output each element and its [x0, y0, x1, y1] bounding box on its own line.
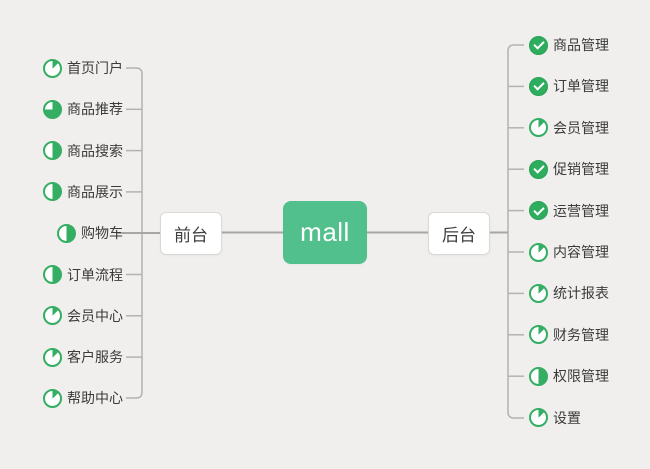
topic-label: 权限管理: [553, 368, 609, 385]
mindmap-topic[interactable]: 会员管理: [529, 118, 609, 138]
progress-pie-icon: [43, 58, 62, 78]
mindmap-topic[interactable]: 内容管理: [529, 242, 609, 262]
progress-pie-icon: [529, 118, 548, 138]
topic-label: 首页门户: [67, 60, 123, 76]
topic-label: 运营管理: [553, 202, 609, 219]
progress-pie-icon: [529, 408, 548, 428]
mindmap-topic[interactable]: 订单管理: [529, 76, 609, 96]
mindmap-topic[interactable]: 财务管理: [529, 325, 609, 345]
topic-label: 商品推荐: [67, 101, 123, 118]
topic-label: 财务管理: [553, 326, 609, 343]
mindmap-topic[interactable]: 订单流程: [43, 265, 123, 285]
progress-pie-icon: [57, 223, 76, 243]
check-circle-icon: [529, 76, 548, 96]
mindmap-topic[interactable]: 商品推荐: [43, 99, 123, 119]
mindmap-topic[interactable]: 统计报表: [529, 283, 609, 303]
progress-pie-icon: [43, 306, 62, 326]
mindmap-topic[interactable]: 设置: [529, 408, 581, 428]
progress-pie-icon: [43, 99, 62, 119]
root-topic-mall[interactable]: mall: [283, 201, 367, 264]
mindmap-topic[interactable]: 商品管理: [529, 35, 609, 55]
progress-pie-icon: [529, 283, 548, 303]
check-circle-icon: [529, 35, 548, 55]
progress-pie-icon: [529, 242, 548, 262]
topic-label: 促销管理: [553, 161, 609, 178]
topic-label: 会员中心: [67, 307, 123, 324]
topic-label: 统计报表: [553, 285, 609, 302]
topic-label: 订单管理: [553, 78, 609, 95]
mindmap-topic[interactable]: 首页门户: [43, 58, 123, 78]
topic-label: 客户服务: [67, 349, 123, 366]
progress-pie-icon: [529, 325, 548, 345]
topic-label: 购物车: [81, 225, 123, 242]
progress-pie-icon: [43, 388, 62, 408]
topic-label: 会员管理: [553, 119, 609, 136]
mindmap-topic[interactable]: 促销管理: [529, 159, 609, 179]
progress-pie-icon: [43, 141, 62, 161]
branch-node-frontend[interactable]: 前台: [160, 212, 222, 255]
mindmap-topic[interactable]: 客户服务: [43, 347, 123, 367]
branch-node-backend[interactable]: 后台: [428, 212, 490, 255]
mindmap-topic[interactable]: 运营管理: [529, 201, 609, 221]
mindmap-topic[interactable]: 购物车: [57, 223, 123, 243]
topic-label: 商品展示: [67, 183, 123, 200]
progress-pie-icon: [43, 182, 62, 202]
mindmap-topic[interactable]: 权限管理: [529, 366, 609, 386]
progress-pie-icon: [43, 265, 62, 284]
topic-label: 商品管理: [553, 37, 609, 53]
progress-pie-icon: [43, 347, 62, 367]
progress-pie-icon: [529, 366, 548, 386]
mindmap-topic[interactable]: 商品展示: [43, 182, 123, 202]
topic-label: 设置: [553, 409, 581, 426]
topic-label: 商品搜索: [67, 142, 123, 159]
topic-label: 订单流程: [67, 266, 123, 283]
mindmap-topic[interactable]: 商品搜索: [43, 141, 123, 161]
check-circle-icon: [529, 159, 548, 179]
topic-label: 帮助中心: [67, 390, 123, 407]
mindmap-topic[interactable]: 会员中心: [43, 306, 123, 326]
mindmap-topic[interactable]: 帮助中心: [43, 388, 123, 408]
topic-label: 内容管理: [553, 244, 609, 260]
check-circle-icon: [529, 201, 548, 221]
